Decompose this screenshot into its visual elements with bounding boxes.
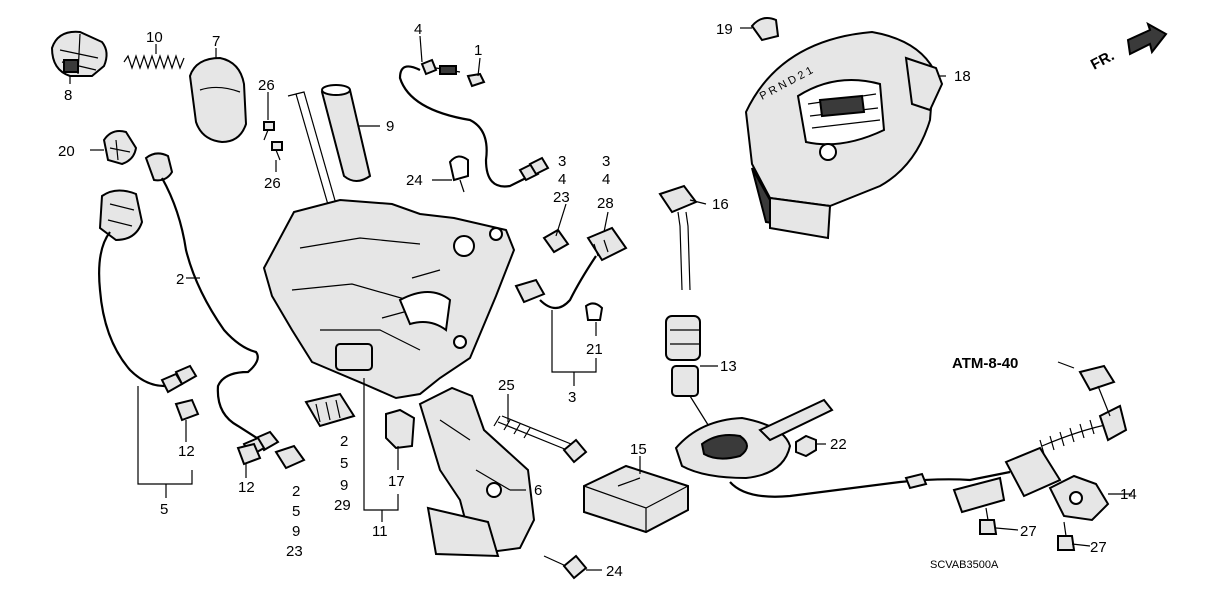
callout-12-b: 12 [238,479,255,496]
callout-13: 13 [720,358,737,375]
callout-21: 21 [586,341,603,358]
part-14-bracket [1048,474,1110,522]
callout-3-upper-a: 3 [558,153,566,170]
reference-label: ATM-8-40 [952,355,1018,372]
callout-26-lower: 26 [264,175,281,192]
diagram-code: SCVAB3500A [930,559,999,571]
part-12-clips [174,398,262,466]
part-2-harness [144,152,280,458]
part-7-shift-knob [188,56,248,144]
callout-1: 1 [474,42,482,59]
part-25-bolt [493,415,588,464]
callout-2: 2 [176,271,184,288]
callout-4-top: 4 [414,21,422,38]
callout-stack2-9: 9 [292,523,300,540]
callout-20: 20 [58,143,75,160]
part-27-bolts [952,476,1076,551]
callout-22: 22 [830,436,847,453]
part-5-harness [98,189,198,394]
part-connectors [274,392,356,470]
callout-27-a: 27 [1020,523,1037,540]
part-shift-cable [729,364,1128,498]
part-10-spring [123,54,185,70]
callout-18: 18 [954,68,971,85]
callout-11: 11 [372,523,388,540]
part-9-sleeve [320,84,372,182]
part-6-bracket [418,386,536,558]
callout-24-upper: 24 [406,172,423,189]
leader-lines [69,27,1132,571]
callout-stack1-29: 29 [334,497,351,514]
callout-9: 9 [386,118,394,135]
callout-stack1-5: 5 [340,455,348,472]
part-8-button [50,30,108,77]
callout-stack1-2: 2 [340,433,348,450]
callout-stack2-23: 23 [286,543,303,560]
callout-3-lower: 3 [568,389,576,406]
callout-15: 15 [630,441,647,458]
callout-26-upper: 26 [258,77,275,94]
part-22-nut [795,434,817,458]
part-18-indicator-panel: P R N D 2 1 [744,30,944,240]
callout-4-upper-a: 4 [558,171,566,188]
callout-5: 5 [160,501,168,518]
part-1-clip [466,72,486,88]
callout-24-lower: 24 [606,563,623,580]
callout-stack2-5: 5 [292,503,300,520]
callout-25: 25 [498,377,515,394]
callout-19: 19 [716,21,733,38]
callout-28: 28 [597,195,614,212]
callout-3-upper-b: 3 [602,153,610,170]
callout-6: 6 [534,482,542,499]
part-15-pad [583,464,689,534]
callout-7: 7 [212,33,220,50]
part-17-bracket [385,408,416,450]
part-13-cable-boot [658,184,834,480]
callout-16: 16 [712,196,729,213]
callout-10: 10 [146,29,163,46]
callout-4-upper-b: 4 [602,171,610,188]
part-4-cable [398,58,550,188]
part-26-screws [263,121,283,161]
callout-23-upper: 23 [553,189,570,206]
part-20-switch [102,130,138,166]
front-arrow-label: FR. [1088,47,1117,73]
callout-27-b: 27 [1090,539,1107,556]
callout-14: 14 [1120,486,1137,503]
part-shift-lever-assembly [262,91,516,400]
part-3-switch-harness [514,226,628,321]
front-arrow: FR. [1088,21,1168,74]
callout-numbers: 1 2 3 4 23 3 4 28 3 4 5 6 7 8 9 10 11 12… [58,21,1137,580]
part-24-lower [543,554,588,580]
part-19-clip [750,17,780,42]
callout-12-a: 12 [178,443,195,460]
callout-stack2-2: 2 [292,483,300,500]
callout-stack1-9: 9 [340,477,348,494]
callout-17: 17 [388,473,405,490]
part-24-upper [448,155,469,193]
callout-8: 8 [64,87,72,104]
